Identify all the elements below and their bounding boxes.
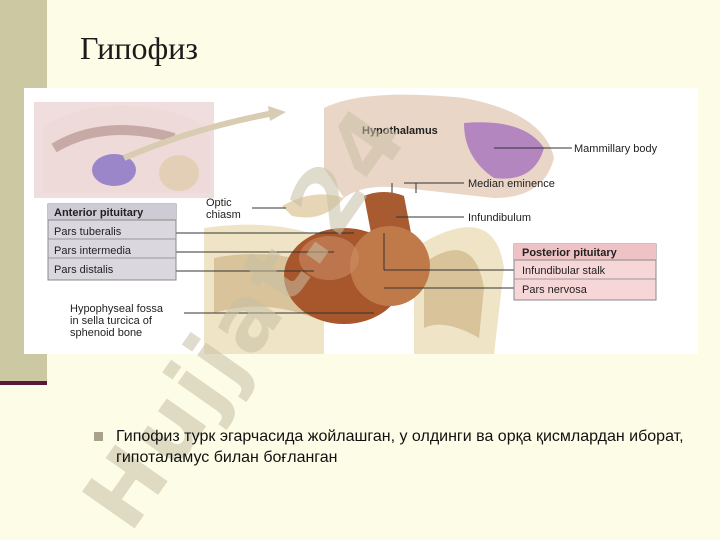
accent-rule bbox=[0, 381, 47, 385]
anterior-pituitary-box: Anterior pituitary Pars tuberalis Pars i… bbox=[47, 203, 177, 281]
posterior-item-1: Infundibular stalk bbox=[522, 265, 606, 277]
leader-lines bbox=[174, 147, 572, 314]
label-fossa-line3: sphenoid bone bbox=[70, 327, 142, 339]
pituitary-diagram: Anterior pituitary Pars tuberalis Pars i… bbox=[24, 88, 698, 354]
label-optic-chiasm-line2: chiasm bbox=[206, 209, 241, 221]
label-mammillary-body: Mammillary body bbox=[574, 143, 658, 155]
bullet-square-icon bbox=[94, 432, 103, 441]
bullet-text: Гипофиз турк эгарчасида жойлашган, у олд… bbox=[116, 428, 684, 466]
anterior-item-2: Pars intermedia bbox=[54, 245, 132, 257]
anterior-box-title: Anterior pituitary bbox=[54, 207, 144, 219]
label-fossa-line1: Hypophyseal fossa bbox=[70, 303, 164, 315]
posterior-box-title: Posterior pituitary bbox=[522, 247, 618, 259]
label-optic-chiasm-line1: Optic bbox=[206, 197, 232, 209]
anterior-item-1: Pars tuberalis bbox=[54, 226, 122, 238]
label-hypothalamus: Hypothalamus bbox=[362, 125, 438, 137]
hypothalamus-shape bbox=[282, 94, 554, 218]
slide-title: Гипофиз bbox=[80, 30, 199, 66]
brain-inset bbox=[34, 102, 286, 198]
label-infundibulum: Infundibulum bbox=[468, 212, 531, 224]
posterior-item-2: Pars nervosa bbox=[522, 284, 588, 296]
posterior-pituitary-box: Posterior pituitary Infundibular stalk P… bbox=[513, 243, 657, 301]
label-fossa-line2: in sella turcica of bbox=[70, 315, 153, 327]
anterior-item-3: Pars distalis bbox=[54, 264, 114, 276]
label-median-eminence: Median eminence bbox=[468, 178, 555, 190]
